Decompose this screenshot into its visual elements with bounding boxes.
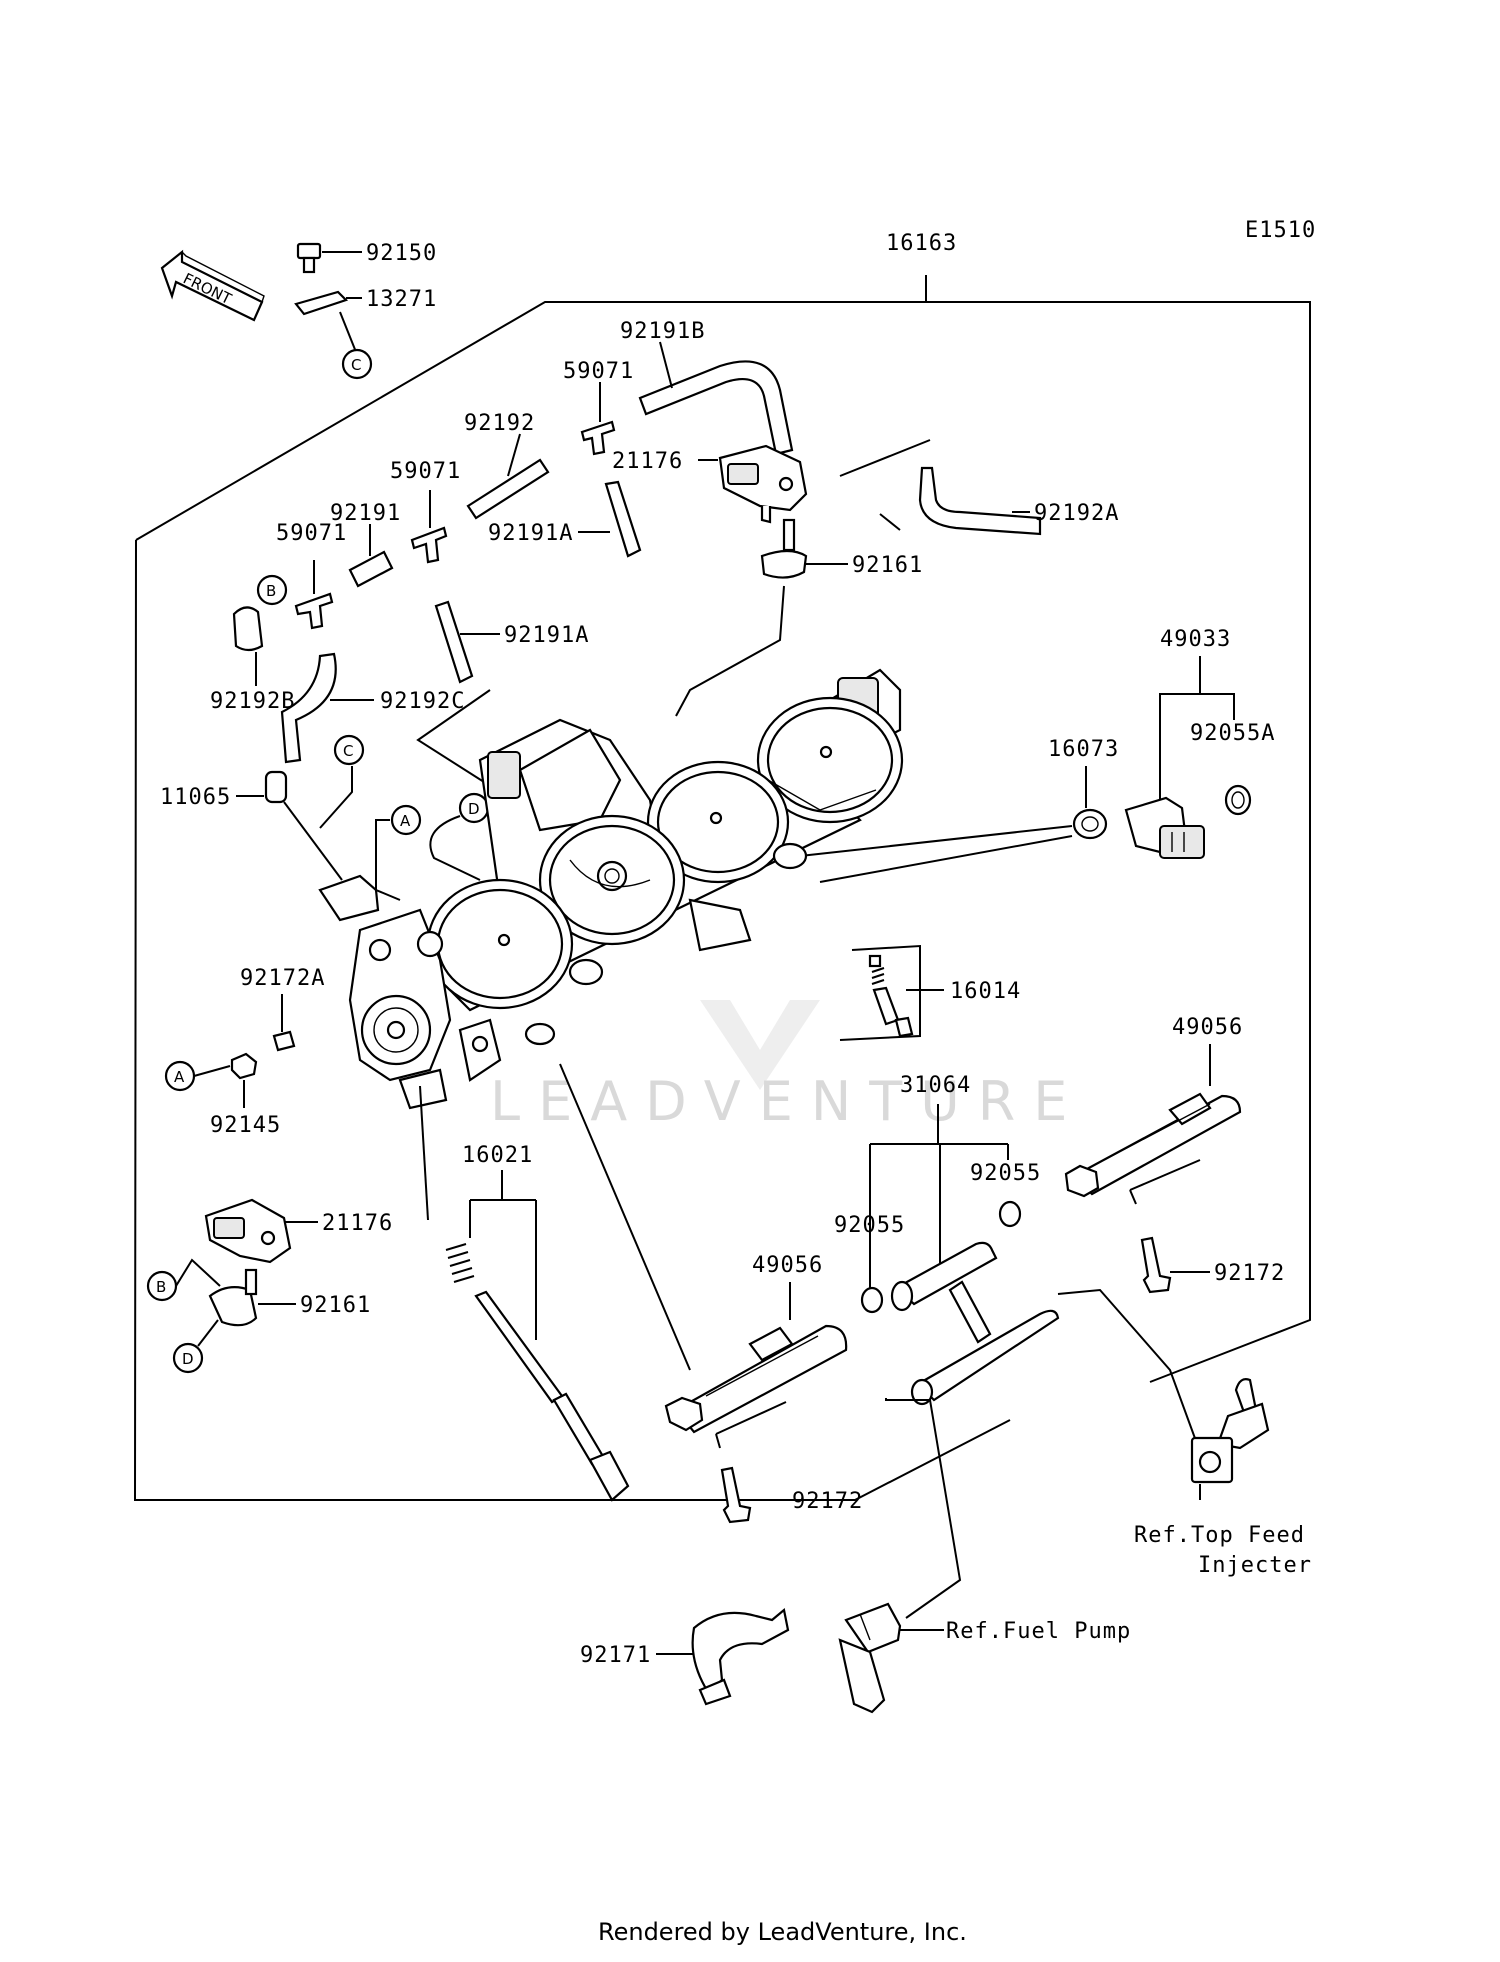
tee-fitting-59071-low (294, 592, 334, 630)
part-92172-right: 92172 (1214, 1261, 1285, 1286)
seal-16073 (1072, 808, 1108, 840)
clip-92171 (691, 1607, 790, 1706)
part-13271: 13271 (366, 287, 437, 312)
tee-fitting-59071-top (580, 420, 616, 456)
callout-circle (390, 804, 422, 836)
callout-a-left: A (174, 1068, 185, 1086)
part-92192A: 92192A (1034, 501, 1119, 526)
sensor-base-92161-top (760, 518, 808, 579)
bolt-92172-right (1140, 1236, 1172, 1294)
part-21176-top: 21176 (612, 449, 683, 474)
part-92191A-a: 92191A (488, 521, 573, 546)
tee-fitting-59071-mid (410, 526, 448, 564)
o-ring-92055-right (998, 1200, 1022, 1228)
part-92055-right: 92055 (970, 1161, 1041, 1186)
part-92191: 92191 (330, 501, 401, 526)
injector-49056-left (664, 1324, 848, 1434)
callout-a-mid: A (400, 812, 411, 830)
hose-92191A-upper (604, 480, 642, 558)
part-16021: 16021 (462, 1143, 533, 1168)
sensor-base-92161-bottom (208, 1268, 258, 1327)
part-92055-left: 92055 (834, 1213, 905, 1238)
ref-top-feed-line1: Ref.Top Feed (1134, 1523, 1305, 1548)
hose-92192 (466, 458, 550, 520)
part-92172A: 92172A (240, 966, 325, 991)
front-arrow-icon: FRONT (160, 249, 265, 322)
part-16163: 16163 (886, 231, 957, 256)
part-16073: 16073 (1048, 737, 1119, 762)
part-92150: 92150 (366, 241, 437, 266)
hose-92191B (638, 360, 794, 456)
callout-c-top: C (351, 356, 361, 374)
sensor-49033 (1124, 796, 1205, 859)
diagram-code: E1510 (1245, 218, 1316, 243)
bolt-92150 (296, 242, 322, 274)
o-ring-92055-left (860, 1286, 884, 1314)
part-92191B: 92191B (620, 319, 705, 344)
screw-16014 (868, 954, 914, 1038)
part-49056-left: 49056 (752, 1253, 823, 1278)
part-16014: 16014 (950, 979, 1021, 1004)
callout-d-bottom: D (182, 1350, 194, 1368)
footer-credit: Rendered by LeadVenture, Inc. (598, 1918, 967, 1946)
part-11065: 11065 (160, 785, 231, 810)
joint-pipe-31064 (890, 1241, 1060, 1406)
part-31064: 31064 (900, 1073, 971, 1098)
part-92191A-b: 92191A (504, 623, 589, 648)
nut-92145 (230, 1052, 258, 1080)
part-92192: 92192 (464, 411, 535, 436)
cap-11065 (264, 770, 288, 804)
part-59071-a: 59071 (563, 359, 634, 384)
hose-92192A (918, 466, 1042, 536)
part-92192C: 92192C (380, 689, 465, 714)
part-92145: 92145 (210, 1113, 281, 1138)
hose-92191A-lower (434, 600, 474, 684)
fuel-pump-fitting (838, 1602, 902, 1714)
bolt-92172-bottom (720, 1466, 752, 1524)
assembly-16163-boundary (133, 301, 1311, 1501)
part-49033: 49033 (1160, 627, 1231, 652)
part-92055A: 92055A (1190, 721, 1275, 746)
callout-circle (333, 734, 365, 766)
plate-13271 (294, 290, 349, 316)
callout-d-mid: D (468, 800, 480, 818)
sensor-21176-top (718, 444, 808, 524)
hose-92192C (280, 652, 337, 764)
part-92192B: 92192B (210, 689, 295, 714)
callout-b-top: B (266, 582, 276, 600)
part-49056-right: 49056 (1172, 1015, 1243, 1040)
ref-top-feed-line2: Injecter (1198, 1553, 1312, 1578)
watermark: LEADVENTURE (490, 1000, 1085, 1133)
callout-b-bottom: B (156, 1278, 166, 1296)
part-59071-c: 59071 (276, 521, 347, 546)
part-59071-b: 59071 (390, 459, 461, 484)
hose-92191 (348, 550, 394, 588)
injector-49056-right (1064, 1092, 1242, 1198)
callout-circle (172, 1342, 204, 1374)
part-21176-bottom: 21176 (322, 1211, 393, 1236)
ref-fuel-pump: Ref.Fuel Pump (946, 1619, 1131, 1644)
cap-92192B (232, 606, 264, 652)
top-feed-injector-fitting (1190, 1378, 1270, 1484)
o-ring-92055A (1224, 784, 1252, 816)
screw-92172A (272, 1030, 296, 1052)
watermark-text: LEADVENTURE (490, 1070, 1085, 1133)
callout-c-mid: C (343, 742, 353, 760)
part-92161-top: 92161 (852, 553, 923, 578)
part-92172-bottom: 92172 (792, 1489, 863, 1514)
throttle-body-assembly (318, 668, 904, 1110)
callout-circle (341, 348, 373, 380)
part-92161-bottom: 92161 (300, 1293, 371, 1318)
sensor-21176-bottom (204, 1198, 292, 1264)
idle-adjust-screw-16021 (445, 1243, 630, 1502)
part-92171: 92171 (580, 1643, 651, 1668)
callout-circle (256, 574, 288, 606)
